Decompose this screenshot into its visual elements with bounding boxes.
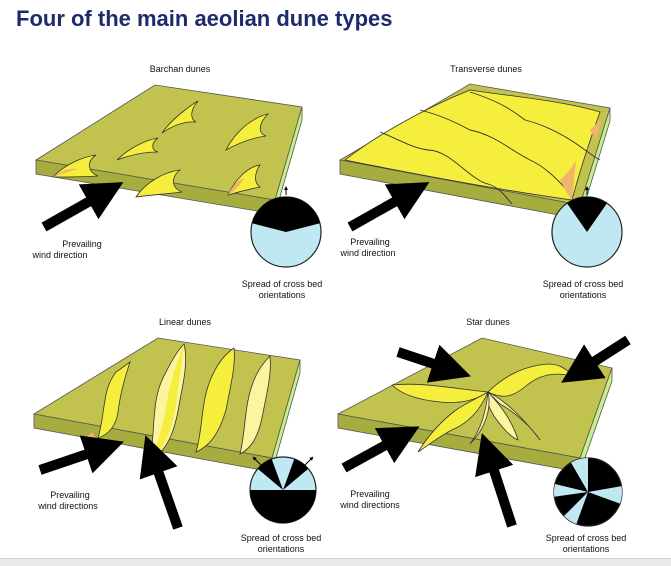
transverse-wind-label: Prevailing	[350, 237, 390, 247]
linear-wind-arrow	[38, 435, 124, 475]
barchan-spread-label: Spread of cross bed	[242, 279, 323, 289]
star-panel: Star dunes Prevailing wind directions Sp…	[336, 317, 631, 554]
barchan-title: Barchan dunes	[150, 64, 211, 74]
bottom-scrollbar-strip	[0, 558, 671, 566]
linear-title: Linear dunes	[159, 317, 212, 327]
linear-wind-label: wind directions	[37, 501, 98, 511]
transverse-panel: Transverse dunes Prevailing wind directi…	[338, 64, 624, 300]
transverse-dune-crest	[379, 131, 513, 205]
linear-panel: Linear dunes Prevailing wind directions …	[32, 317, 322, 554]
star-rose-gap	[588, 486, 622, 504]
star-wind-arrow	[396, 344, 471, 383]
barchan-dune-slipface	[228, 178, 244, 195]
star-dune-arm	[469, 391, 490, 445]
linear-dune	[195, 347, 235, 453]
barchan-spread-label: orientations	[259, 290, 306, 300]
transverse-dune-field	[344, 89, 601, 201]
star-wind-arrow	[561, 335, 631, 383]
linear-north-arrow	[252, 456, 263, 467]
transverse-title: Transverse dunes	[450, 64, 522, 74]
linear-dune	[150, 344, 184, 460]
star-wind-arrow	[475, 432, 517, 528]
barchan-dune-slipface	[53, 168, 78, 177]
linear-rose-sector	[283, 459, 309, 490]
barchan-panel: Barchan dunes Prevailing wind direction …	[31, 64, 322, 300]
transverse-dune-crest	[469, 91, 601, 161]
star-rose-gap	[553, 484, 588, 497]
linear-spread-label: Spread of cross bed	[241, 533, 322, 543]
barchan-wind-label: wind direction	[31, 250, 87, 260]
star-dune-arm	[487, 391, 541, 441]
star-wind-label: Prevailing	[350, 489, 390, 499]
transverse-dune-slipface	[590, 118, 602, 140]
star-wind-arrow	[341, 426, 420, 473]
transverse-rose-sector	[567, 197, 607, 232]
linear-dune	[97, 360, 131, 439]
star-rose-gap	[564, 492, 588, 524]
star-wind-label: wind directions	[339, 500, 400, 510]
star-spread-label: orientations	[563, 544, 610, 554]
star-spread-label: Spread of cross bed	[546, 533, 627, 543]
transverse-spread-label: orientations	[560, 290, 607, 300]
barchan-wind-arrow	[41, 182, 124, 232]
linear-spread-label: orientations	[258, 544, 305, 554]
linear-rose-lower-sector	[250, 490, 316, 523]
page-title: Four of the main aeolian dune types	[16, 6, 393, 31]
barchan-dune	[161, 100, 199, 134]
star-dune-arm	[391, 383, 490, 403]
barchan-dune	[116, 137, 159, 161]
transverse-wind-arrow	[347, 182, 430, 232]
barchan-wind-label: Prevailing	[62, 239, 102, 249]
star-rose-gap	[571, 458, 588, 492]
transverse-dune-crest	[419, 109, 566, 189]
linear-wind-arrow	[139, 435, 183, 530]
linear-rose-sector	[257, 459, 283, 490]
barchan-rose-sector	[252, 196, 320, 232]
linear-north-arrow	[303, 456, 314, 467]
star-title: Star dunes	[466, 317, 510, 327]
transverse-dune-slipface	[560, 160, 576, 200]
transverse-wind-label: wind direction	[339, 248, 395, 258]
barchan-dune	[135, 169, 184, 198]
barchan-dune	[225, 113, 270, 151]
linear-dune	[239, 355, 271, 455]
linear-wind-label: Prevailing	[50, 490, 90, 500]
transverse-spread-label: Spread of cross bed	[543, 279, 624, 289]
